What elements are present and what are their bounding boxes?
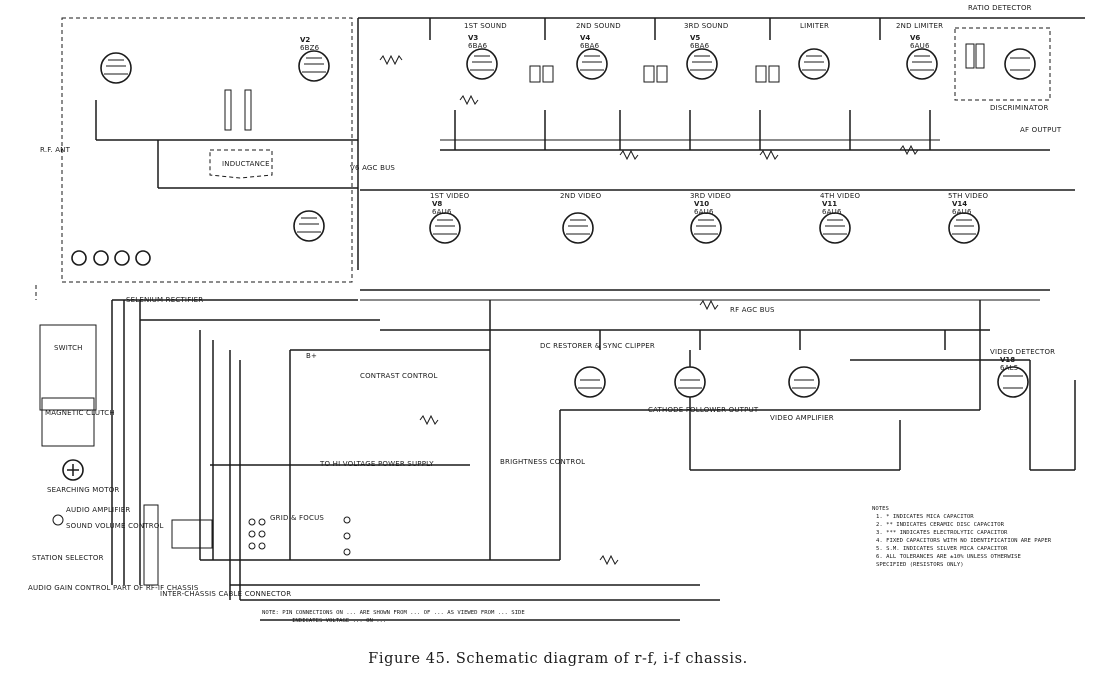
label-searching-motor: SEARCHING MOTOR — [47, 486, 119, 494]
label-1st-video: 1ST VIDEO — [430, 192, 470, 200]
label-grid-focus: GRID & FOCUS — [270, 514, 324, 522]
label-3rd-sound: 3RD SOUND — [684, 22, 728, 30]
shield-enclosures — [35, 17, 1051, 300]
label-b-plus: B+ — [306, 352, 317, 360]
tube-type-v8: 6AU6 — [432, 208, 452, 216]
label-station-selector: STATION SELECTOR — [32, 554, 104, 562]
label-rf-agc-bus: RF AGC BUS — [730, 306, 775, 314]
tube-video-detector-symbol — [997, 366, 1029, 398]
tube-video2-symbol — [562, 212, 594, 244]
tube-video5-symbol — [948, 212, 980, 244]
label-ratio-detector: RATIO DETECTOR — [968, 4, 1032, 12]
label-video-detector: VIDEO DETECTOR — [990, 348, 1055, 356]
label-2nd-video: 2ND VIDEO — [560, 192, 602, 200]
tube-label-v10: V10 — [694, 200, 709, 208]
label-hi-voltage: TO HI VOLTAGE POWER SUPPLY — [319, 460, 434, 468]
tube-label-v14: V14 — [952, 200, 967, 208]
tube-type-v14: 6AU6 — [952, 208, 972, 216]
tube-v1-symbol — [100, 52, 132, 84]
label-inductance: INDUCTANCE — [222, 160, 270, 168]
tube-labels: V2 6BZ6 V3 6BA6 V4 6BA6 V5 6BA6 V6 6AU6 … — [300, 34, 1018, 372]
notes-line-1: 1. * INDICATES MICA CAPACITOR — [876, 514, 974, 520]
tube-limiter2-symbol — [906, 48, 938, 80]
tube-label-v11: V11 — [822, 200, 837, 208]
notes-block: NOTES 1. * INDICATES MICA CAPACITOR 2. *… — [872, 506, 1052, 568]
tube-video3-symbol — [690, 212, 722, 244]
notes-line-2: 2. ** INDICATES CERAMIC DISC CAPACITOR — [876, 522, 1005, 528]
bottom-note-line-1: NOTE: PIN CONNECTIONS ON ... ARE SHOWN F… — [262, 610, 525, 616]
label-brightness-control: BRIGHTNESS CONTROL — [500, 458, 585, 466]
tube-video4-symbol — [819, 212, 851, 244]
bottom-note-line-2: INDICATES VOLTAGE ... ON ... — [292, 618, 386, 624]
tube-label-v5: V5 — [690, 34, 700, 42]
label-3rd-video: 3RD VIDEO — [690, 192, 731, 200]
tube-v2-symbol — [298, 50, 330, 82]
label-v6-agc-bus: V6 AGC BUS — [350, 164, 395, 172]
label-2nd-limiter: 2ND LIMITER — [896, 22, 943, 30]
station-selector-mechanism — [39, 324, 213, 586]
label-selenium-rectifier: SELENIUM RECTIFIER — [126, 296, 203, 304]
notes-line-3: 3. *** INDICATES ELECTROLYTIC CAPACITOR — [876, 530, 1008, 536]
figure-caption: Figure 45. Schematic diagram of r-f, i-f… — [368, 651, 748, 667]
tube-type-v10: 6AU6 — [694, 208, 714, 216]
label-limiter: LIMITER — [800, 22, 829, 30]
schematic-diagram: 1ST SOUND 2ND SOUND 3RD SOUND LIMITER 2N… — [28, 4, 1085, 624]
wiring — [95, 17, 1085, 621]
tube-label-v18: V18 — [1000, 356, 1015, 364]
label-5th-video: 5TH VIDEO — [948, 192, 988, 200]
tube-sound3-symbol — [686, 48, 718, 80]
label-audio-amplifier: AUDIO AMPLIFIER — [66, 506, 131, 514]
tube-type-v5: 6BA6 — [690, 42, 710, 50]
tube-label-v8: V8 — [432, 200, 442, 208]
tube-v3-osc-symbol — [293, 210, 325, 242]
tube-type-v4: 6BA6 — [580, 42, 600, 50]
inter-chassis-connector — [248, 516, 351, 556]
tube-cathode-follower-symbol — [674, 366, 706, 398]
label-discriminator: DISCRIMINATOR — [990, 104, 1049, 112]
tube-label-v4: V4 — [580, 34, 590, 42]
tube-type-v11: 6AU6 — [822, 208, 842, 216]
label-2nd-sound: 2ND SOUND — [576, 22, 621, 30]
stage-labels: 1ST SOUND 2ND SOUND 3RD SOUND LIMITER 2N… — [28, 4, 1062, 598]
tube-limiter-symbol — [798, 48, 830, 80]
if-transformers — [224, 43, 985, 131]
label-1st-sound: 1ST SOUND — [464, 22, 507, 30]
tube-sound2-symbol — [576, 48, 608, 80]
vacuum-tubes — [100, 48, 1036, 398]
notes-line-4: 4. FIXED CAPACITORS WITH NO IDENTIFICATI… — [876, 538, 1052, 544]
label-dc-restorer: DC RESTORER & SYNC CLIPPER — [540, 342, 655, 350]
label-audio-gain-control: AUDIO GAIN CONTROL PART OF RF-IF CHASSIS — [28, 584, 199, 592]
tube-type-v6: 6AU6 — [910, 42, 930, 50]
tube-video1-symbol — [429, 212, 461, 244]
resistors — [379, 54, 919, 566]
tube-label-v3: V3 — [468, 34, 478, 42]
notes-heading: NOTES — [872, 506, 889, 512]
tube-type-v2: 6BZ6 — [300, 44, 320, 52]
tube-video-amp-symbol — [788, 366, 820, 398]
label-rf-ant: R.F. ANT — [40, 146, 71, 154]
notes-line-6: 6. ALL TOLERANCES ARE ±10% UNLESS OTHERW… — [876, 554, 1021, 560]
bottom-note: NOTE: PIN CONNECTIONS ON ... ARE SHOWN F… — [262, 610, 525, 624]
label-video-amplifier: VIDEO AMPLIFIER — [770, 414, 834, 422]
pilot-lamps — [71, 250, 151, 266]
label-magnetic-clutch: MAGNETIC CLUTCH — [45, 409, 115, 417]
tube-sound1-symbol — [466, 48, 498, 80]
notes-line-5: 5. S.M. INDICATES SILVER MICA CAPACITOR — [876, 546, 1008, 552]
tube-dc-restorer-symbol — [574, 366, 606, 398]
notes-line-7: SPECIFIED (RESISTORS ONLY) — [876, 562, 964, 568]
label-inter-chassis: INTER-CHASSIS CABLE CONNECTOR — [160, 590, 291, 598]
tube-label-v2: V2 — [300, 36, 310, 44]
tube-type-v3: 6BA6 — [468, 42, 488, 50]
tube-ratio-detector-symbol — [1004, 48, 1036, 80]
label-4th-video: 4TH VIDEO — [820, 192, 860, 200]
tube-type-v18: 6AL5 — [1000, 364, 1018, 372]
label-contrast-control: CONTRAST CONTROL — [360, 372, 438, 380]
label-cathode-follower: CATHODE FOLLOWER OUTPUT — [648, 406, 759, 414]
label-switch: SWITCH — [54, 344, 83, 352]
label-sound-volume: SOUND VOLUME CONTROL — [66, 522, 164, 530]
label-af-output: AF OUTPUT — [1020, 126, 1062, 134]
tube-label-v6: V6 — [910, 34, 920, 42]
